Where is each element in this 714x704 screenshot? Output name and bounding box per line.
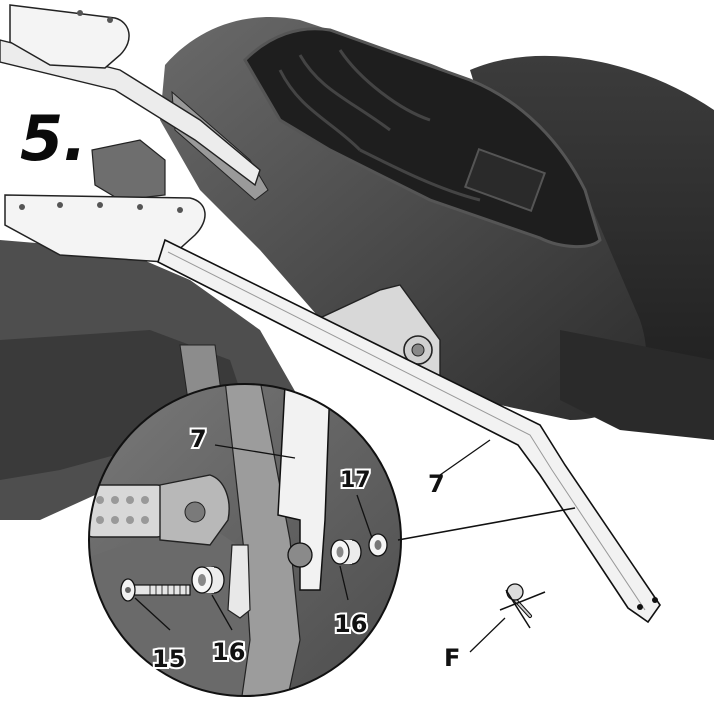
mounting-plate-top xyxy=(9,4,130,69)
cross-out-mark xyxy=(499,591,546,611)
footpeg xyxy=(89,474,230,546)
detail-zoom-circle xyxy=(88,383,402,697)
callout-7-zoom: 7 xyxy=(190,425,207,453)
step-number: 5. xyxy=(20,102,87,175)
leader-lines xyxy=(134,439,491,631)
motorcycle-rear-body xyxy=(0,17,714,520)
callout-7-rack: 7 xyxy=(428,470,445,498)
upper-side-rack-rail xyxy=(0,39,261,187)
bolt-15 xyxy=(120,578,191,602)
callout-16-right: 16 xyxy=(334,610,367,638)
mounting-plate-bottom xyxy=(4,194,206,263)
side-rack-tube xyxy=(157,238,661,624)
washer-17 xyxy=(368,533,388,557)
spacer-16-right xyxy=(330,539,362,565)
removed-screw-f xyxy=(469,583,546,653)
callout-15-bolt: 15 xyxy=(152,645,185,673)
callout-17-washer: 17 xyxy=(340,468,371,493)
callout-f-screw: F xyxy=(444,644,460,672)
zoom-connector-line xyxy=(397,507,576,541)
compartment-wiring xyxy=(278,49,481,202)
callout-16-left: 16 xyxy=(212,638,245,666)
spacer-16-left xyxy=(191,566,225,594)
